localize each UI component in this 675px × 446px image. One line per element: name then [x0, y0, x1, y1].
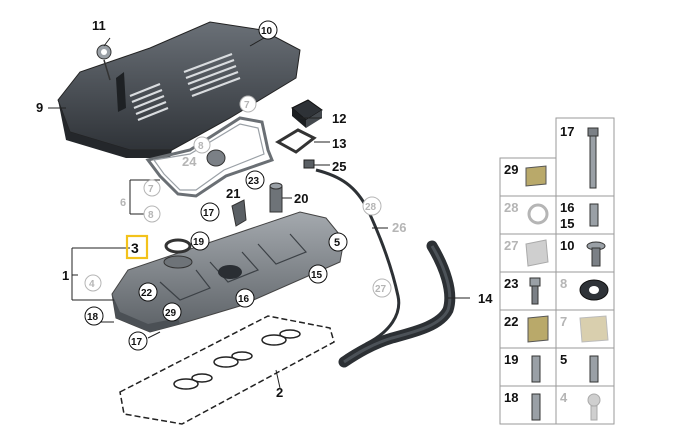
- callout-6[interactable]: 6: [120, 197, 126, 209]
- callout-10-ring: [258, 20, 278, 40]
- callout-29-ring: [162, 302, 182, 322]
- connector-25: [303, 159, 315, 169]
- callout-16[interactable]: 16: [238, 294, 250, 305]
- callout-8b[interactable]: 8: [198, 141, 204, 152]
- cap-12: [291, 99, 323, 128]
- grid-label-19[interactable]: 19: [504, 352, 518, 367]
- oil-cap-3: [164, 238, 192, 254]
- callout-5-ring: [328, 232, 348, 252]
- callout-4-ring: [84, 274, 102, 292]
- callout-24[interactable]: 24: [182, 154, 197, 169]
- callout-25[interactable]: 25: [332, 159, 346, 174]
- valve-cover: [111, 211, 345, 333]
- grid-label-5[interactable]: 5: [560, 352, 567, 367]
- callout-7a-ring: [143, 179, 161, 197]
- parts-grid: 17 29 28 16 15 27 10 23 8 22 7 19 5 18 4: [499, 117, 615, 425]
- callout-17a[interactable]: 17: [203, 208, 215, 219]
- callout-7b[interactable]: 7: [244, 100, 250, 111]
- grid-label-4[interactable]: 4: [560, 390, 568, 405]
- part-21: [231, 199, 247, 227]
- grid-label-27[interactable]: 27: [504, 238, 518, 253]
- part-20: [269, 182, 283, 213]
- callout-4[interactable]: 4: [89, 279, 95, 290]
- callout-1[interactable]: 1: [62, 268, 69, 283]
- grid-label-28[interactable]: 28: [504, 200, 518, 215]
- callout-28-ring: [362, 196, 382, 216]
- leader-lines: [48, 37, 470, 389]
- callout-8b-ring: [193, 136, 211, 154]
- callout-15-ring: [308, 264, 328, 284]
- cover-slats-left: [129, 82, 169, 122]
- callout-8a[interactable]: 8: [148, 210, 154, 221]
- callout-22-ring: [138, 282, 158, 302]
- grid-label-7[interactable]: 7: [560, 314, 567, 329]
- callout-3[interactable]: 3: [131, 240, 139, 256]
- callout-18-ring: [84, 306, 104, 326]
- callout-27[interactable]: 27: [375, 284, 387, 295]
- callout-11[interactable]: 11: [92, 18, 106, 33]
- callout-17b-ring: [128, 331, 148, 351]
- callout-21[interactable]: 21: [226, 186, 240, 201]
- grid-label-22[interactable]: 22: [504, 314, 518, 329]
- hose-14: [338, 240, 456, 368]
- grid-label-23[interactable]: 23: [504, 276, 518, 291]
- fastener-11: [96, 44, 112, 81]
- engine-cover: [57, 21, 301, 158]
- callout-10[interactable]: 10: [261, 26, 273, 37]
- callout-7b-ring: [239, 95, 257, 113]
- grid-label-18[interactable]: 18: [504, 390, 518, 405]
- callout-2[interactable]: 2: [276, 385, 283, 400]
- grid-label-29[interactable]: 29: [504, 162, 518, 177]
- callout-13[interactable]: 13: [332, 136, 346, 151]
- callout-23[interactable]: 23: [248, 176, 260, 187]
- gasket-2: [119, 315, 335, 425]
- callout-26[interactable]: 26: [392, 220, 406, 235]
- grid-label-15[interactable]: 15: [560, 216, 574, 231]
- callout-22[interactable]: 22: [141, 288, 153, 299]
- callout-15[interactable]: 15: [311, 270, 323, 281]
- grid-glyphs: [525, 127, 609, 421]
- callout-29[interactable]: 29: [165, 308, 177, 319]
- grid-label-16[interactable]: 16: [560, 200, 574, 215]
- callout-7a[interactable]: 7: [148, 184, 154, 195]
- callout-19[interactable]: 19: [193, 237, 205, 248]
- highlight-box-3: [125, 234, 149, 260]
- grid-label-10[interactable]: 10: [560, 238, 574, 253]
- callout-18[interactable]: 18: [87, 312, 99, 323]
- callout-9[interactable]: 9: [36, 100, 43, 115]
- cover-slats-right: [183, 52, 241, 98]
- callout-28[interactable]: 28: [365, 202, 377, 213]
- callout-27-ring: [372, 278, 392, 298]
- callout-5[interactable]: 5: [334, 237, 340, 249]
- seal-13: [275, 128, 317, 154]
- callout-16-ring: [235, 288, 255, 308]
- callout-8a-ring: [143, 205, 161, 223]
- grid-label-17[interactable]: 17: [560, 124, 574, 139]
- gasket-frame: [145, 116, 274, 198]
- callout-12[interactable]: 12: [332, 111, 346, 126]
- grommet-24: [206, 149, 226, 167]
- callout-labels: 1 3 4 5 6 7 8 8 7 9 10 11 12 13 14 15 16…: [36, 18, 493, 400]
- callout-19-ring: [190, 231, 210, 251]
- grid-label-8[interactable]: 8: [560, 276, 567, 291]
- callout-23-ring: [245, 170, 265, 190]
- callout-17b[interactable]: 17: [131, 337, 143, 348]
- callout-17a-ring: [200, 202, 220, 222]
- callout-20[interactable]: 20: [294, 191, 308, 206]
- callout-14[interactable]: 14: [478, 291, 493, 306]
